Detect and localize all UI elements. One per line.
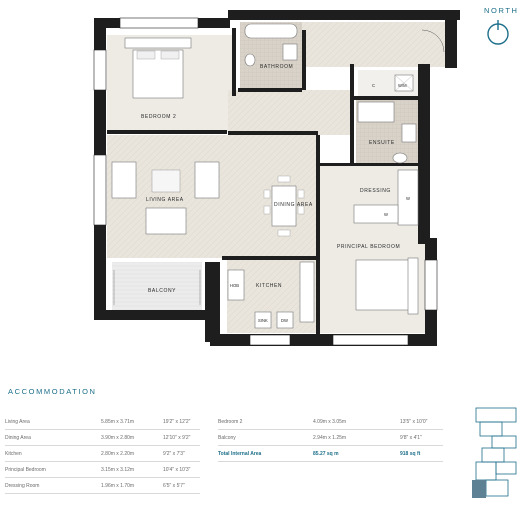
room-imperial: 10'4" x 10'3": [163, 467, 191, 473]
north-label: NORTH: [484, 6, 519, 15]
room-name: Living Area: [5, 419, 30, 425]
table-row: Balcony 2.94m x 1.25m 9'8" x 4'1": [218, 430, 443, 446]
room-metric: 3.15m x 3.12m: [101, 467, 135, 473]
fixture-labels: C W/M HOB SINK DW W W: [230, 83, 410, 323]
room-name: Kitchen: [5, 451, 22, 457]
fixture-label-cupboard: C: [372, 83, 375, 88]
entrance-door-icon: [421, 29, 445, 53]
table-row: Dining Area 3.90m x 2.80m 12'10" x 9'2": [5, 430, 200, 446]
floor-plan: BATHROOM BEDROOM 2 ENSUITE LIVING AREA D…: [93, 10, 509, 346]
room-label-bathroom: BATHROOM: [260, 64, 293, 70]
wm-icon: [394, 74, 414, 92]
toilet-icon: [244, 53, 256, 67]
room-label-dressing: DRESSING: [360, 188, 391, 194]
room-labels: BATHROOM BEDROOM 2 ENSUITE LIVING AREA D…: [141, 64, 400, 294]
fixture-label-wardrobe-2: W: [384, 212, 388, 217]
room-metric: 5.85m x 3.71m: [101, 419, 135, 425]
key-plan: [472, 407, 517, 498]
room-label-ensuite: ENSUITE: [369, 140, 395, 146]
total-metric: 85.27 sq m: [313, 451, 339, 457]
bath-icon: [244, 23, 298, 39]
key-plan-highlight: [472, 480, 486, 498]
room-name: Dining Area: [5, 435, 31, 441]
fixture-label-sink: SINK: [258, 318, 268, 323]
room-label-dining: DINING AREA: [274, 202, 313, 208]
room-label-bedroom2: BEDROOM 2: [141, 114, 176, 120]
balcony-rail-icon: [113, 270, 201, 305]
room-name: Bedroom 2: [218, 419, 243, 425]
room-metric: 1.96m x 1.70m: [101, 483, 135, 489]
room-metric: 4.09m x 3.05m: [313, 419, 347, 425]
wardrobe-icon: [353, 169, 419, 226]
room-metric: 3.90m x 2.80m: [101, 435, 135, 441]
bed-icon: [124, 37, 192, 99]
ensuite-toilet-icon: [392, 152, 408, 164]
coffee-table-icon: [151, 169, 181, 193]
room-name: Principal Bedroom: [5, 467, 46, 473]
dining-table-icon: [263, 175, 305, 237]
accommodation-title: ACCOMMODATION: [8, 387, 97, 396]
hall-floor-2: [228, 90, 353, 135]
sofa-icon: [111, 161, 220, 235]
hallway-floor: [302, 22, 445, 67]
room-imperial: 9'2" x 7'3": [163, 451, 185, 457]
room-imperial: 9'8" x 4'1": [400, 435, 422, 441]
room-label-living: LIVING AREA: [146, 197, 184, 203]
table-row: Living Area 5.85m x 3.71m 19'2" x 12'2": [5, 414, 200, 430]
room-name: Balcony: [218, 435, 236, 441]
shower-icon: [357, 101, 395, 123]
room-name: Dressing Room: [5, 483, 40, 489]
room-imperial: 13'5" x 10'0": [400, 419, 428, 425]
ensuite-basin-icon: [401, 123, 417, 143]
room-imperial: 19'2" x 12'2": [163, 419, 191, 425]
room-metric: 2.94m x 1.25m: [313, 435, 347, 441]
table-row: Bedroom 2 4.09m x 3.05m 13'5" x 10'0": [218, 414, 443, 430]
entrance-arrow-icon: [449, 38, 454, 46]
room-label-principal: PRINCIPAL BEDROOM: [337, 244, 400, 250]
table-row: Principal Bedroom 3.15m x 3.12m 10'4" x …: [5, 462, 200, 478]
fixture-label-wardrobe-1: W: [406, 196, 410, 201]
room-metric: 2.80m x 2.20m: [101, 451, 135, 457]
compass-icon: [487, 20, 509, 45]
windows: [93, 17, 438, 346]
table-row: Dressing Room 1.96m x 1.70m 6'5" x 5'7": [5, 478, 200, 494]
room-imperial: 12'10" x 9'2": [163, 435, 191, 441]
balcony-floor: [112, 262, 202, 310]
room-imperial: 6'5" x 5'7": [163, 483, 185, 489]
fixture-label-dw: DW: [281, 318, 288, 323]
fixture-label-hob: HOB: [230, 283, 239, 288]
total-row: Total Internal Area 85.27 sq m 918 sq ft: [218, 446, 443, 462]
total-imperial: 918 sq ft: [400, 451, 421, 457]
principal-bed-icon: [355, 257, 419, 315]
kitchen-units-icon: [227, 261, 315, 329]
room-label-balcony: BALCONY: [148, 288, 176, 294]
fixture-label-wm: W/M: [398, 83, 407, 88]
basin-icon: [282, 43, 298, 61]
total-label: Total Internal Area: [218, 451, 262, 457]
room-label-kitchen: KITCHEN: [256, 283, 282, 289]
table-row: Kitchen 2.80m x 2.20m 9'2" x 7'3": [5, 446, 200, 462]
